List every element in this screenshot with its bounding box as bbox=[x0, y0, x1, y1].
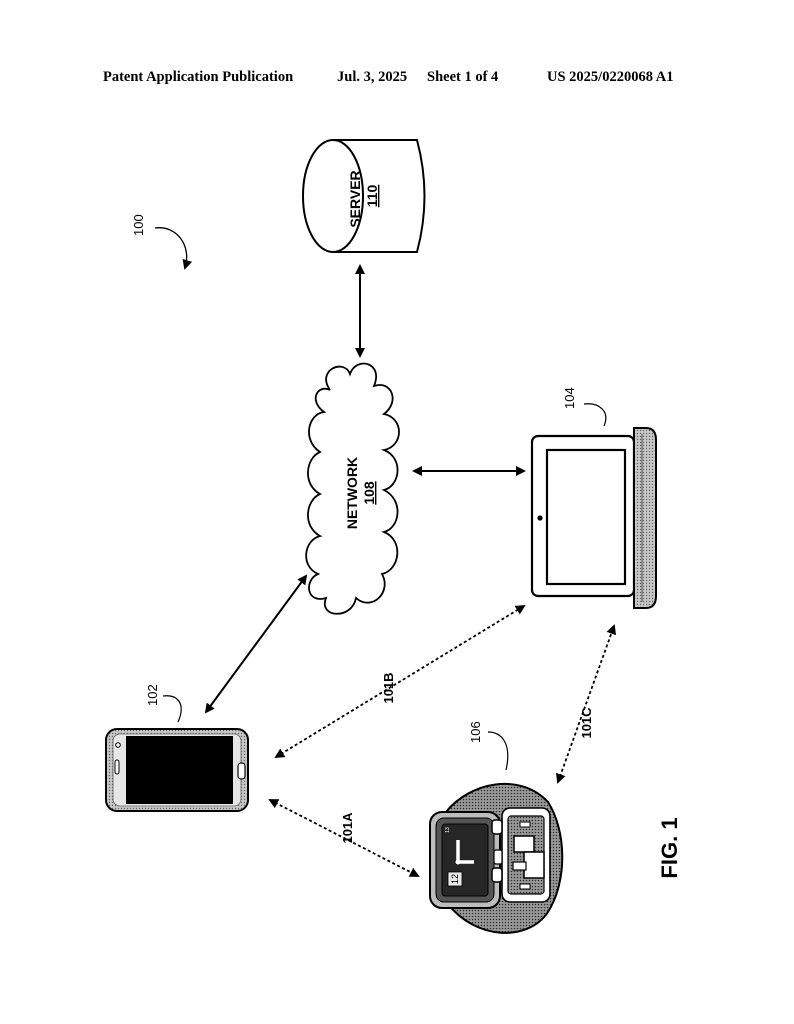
phone-102: 102 bbox=[105, 684, 249, 812]
system-ref-label: 100 bbox=[131, 214, 146, 236]
link-101a-label: 101A bbox=[340, 812, 355, 844]
watch-button bbox=[493, 849, 503, 865]
link-101c-label: 101C bbox=[579, 707, 594, 739]
system-ref-100: 100 bbox=[131, 214, 193, 270]
watch-crown-top bbox=[491, 819, 503, 835]
page-header: Patent Application Publication Jul. 3, 2… bbox=[0, 69, 794, 89]
phone-network-connection bbox=[204, 574, 308, 714]
watch-ref-leader bbox=[487, 731, 509, 771]
phone-speaker bbox=[114, 759, 120, 775]
laptop-screen bbox=[545, 448, 627, 586]
patent-number: US 2025/0220068 A1 bbox=[547, 69, 674, 85]
server-label: SERVER bbox=[347, 170, 363, 227]
phone-ref-leader bbox=[162, 695, 182, 723]
laptop-ref-leader bbox=[583, 403, 607, 427]
link-101c bbox=[555, 624, 617, 784]
watch-time-box bbox=[447, 871, 463, 887]
phone-home-button bbox=[237, 762, 246, 780]
publication-date: Jul. 3, 2025 bbox=[337, 69, 408, 85]
watch-106: 12 13 106 bbox=[429, 721, 564, 934]
sheet-number: Sheet 1 of 4 bbox=[427, 69, 499, 85]
watch-crown-bottom bbox=[491, 867, 503, 883]
watch-small-digits: 13 bbox=[445, 827, 451, 833]
phone-camera bbox=[115, 742, 121, 748]
laptop-base bbox=[633, 427, 657, 609]
system-ref-leader bbox=[154, 227, 193, 270]
watch-ref: 106 bbox=[468, 721, 483, 743]
link-101b bbox=[274, 604, 526, 759]
figure-caption: FIG. 1 bbox=[657, 817, 682, 878]
watch-time: 12 bbox=[450, 874, 460, 884]
network-108: NETWORK 108 bbox=[305, 362, 400, 615]
link-101b-label: 101B bbox=[381, 672, 396, 703]
link-101a bbox=[268, 799, 420, 877]
server-110: SERVER 110 bbox=[302, 139, 426, 253]
laptop-camera bbox=[537, 515, 543, 521]
laptop-ref: 104 bbox=[562, 387, 577, 409]
publication-label: Patent Application Publication bbox=[103, 69, 294, 85]
server-ref: 110 bbox=[364, 184, 380, 207]
network-ref: 108 bbox=[361, 481, 377, 505]
laptop-104: 104 bbox=[530, 387, 657, 609]
phone-screen bbox=[126, 736, 233, 804]
phone-ref: 102 bbox=[145, 684, 160, 706]
network-label: NETWORK bbox=[344, 457, 360, 529]
